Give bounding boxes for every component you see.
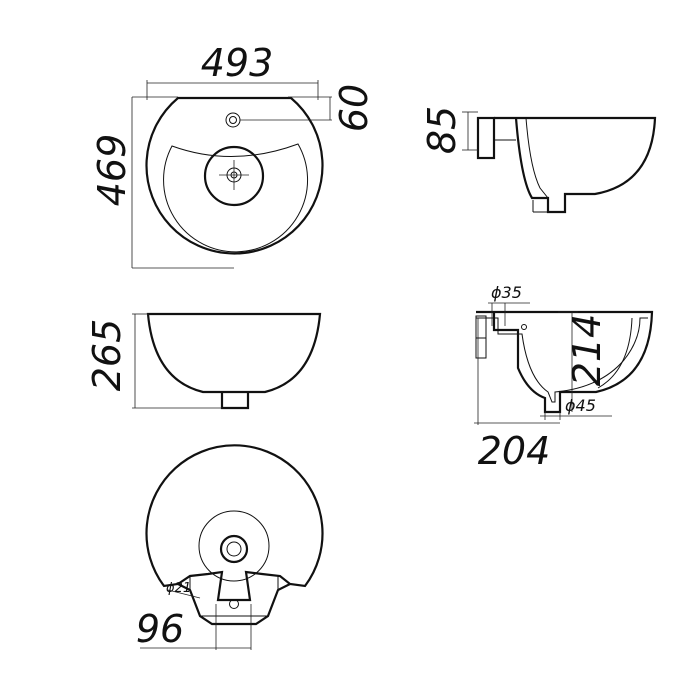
dim-85-label: 85 bbox=[420, 106, 464, 154]
back-plate bbox=[177, 583, 291, 626]
dim-dia35-label: ϕ35 bbox=[491, 283, 522, 302]
top-view-outline bbox=[145, 96, 324, 255]
top-view: 493 469 60 bbox=[90, 41, 376, 269]
front-view: 265 bbox=[85, 312, 322, 410]
side-view: 85 bbox=[420, 106, 657, 214]
back-view-outline bbox=[145, 444, 324, 602]
side-view-bowl bbox=[494, 116, 657, 214]
tap-hole-inner bbox=[229, 116, 237, 124]
dim-96-label: 96 bbox=[136, 607, 184, 651]
back-waste-recess bbox=[198, 510, 270, 582]
waste-recess bbox=[203, 145, 265, 207]
back-tap-hole bbox=[229, 599, 239, 609]
tap-hole bbox=[225, 112, 241, 128]
overflow-hole bbox=[521, 324, 527, 330]
section-outer bbox=[476, 310, 654, 414]
back-waste-outlet bbox=[219, 534, 249, 564]
dim-dia45-label: ϕ45 bbox=[565, 396, 596, 415]
section-view: ϕ35 214 ϕ45 204 bbox=[474, 283, 654, 473]
dim-dia21-label: ϕ21 bbox=[166, 581, 191, 596]
top-view-inner-bowl bbox=[163, 143, 309, 253]
side-view-wall-plate bbox=[476, 116, 496, 160]
back-waste-outlet-inner bbox=[226, 541, 242, 557]
dim-265-label: 265 bbox=[85, 319, 129, 392]
section-inner bbox=[476, 317, 648, 403]
dim-493-label: 493 bbox=[201, 41, 274, 85]
front-view-bowl bbox=[146, 312, 322, 394]
front-view-waste bbox=[220, 392, 250, 410]
dim-60-label: 60 bbox=[332, 84, 376, 132]
section-wall-plate bbox=[475, 315, 487, 359]
back-view: ϕ21 96 bbox=[136, 444, 324, 651]
dim-204-label: 204 bbox=[478, 429, 551, 473]
dim-214-label: 214 bbox=[565, 314, 609, 387]
dim-469-label: 469 bbox=[90, 134, 134, 207]
